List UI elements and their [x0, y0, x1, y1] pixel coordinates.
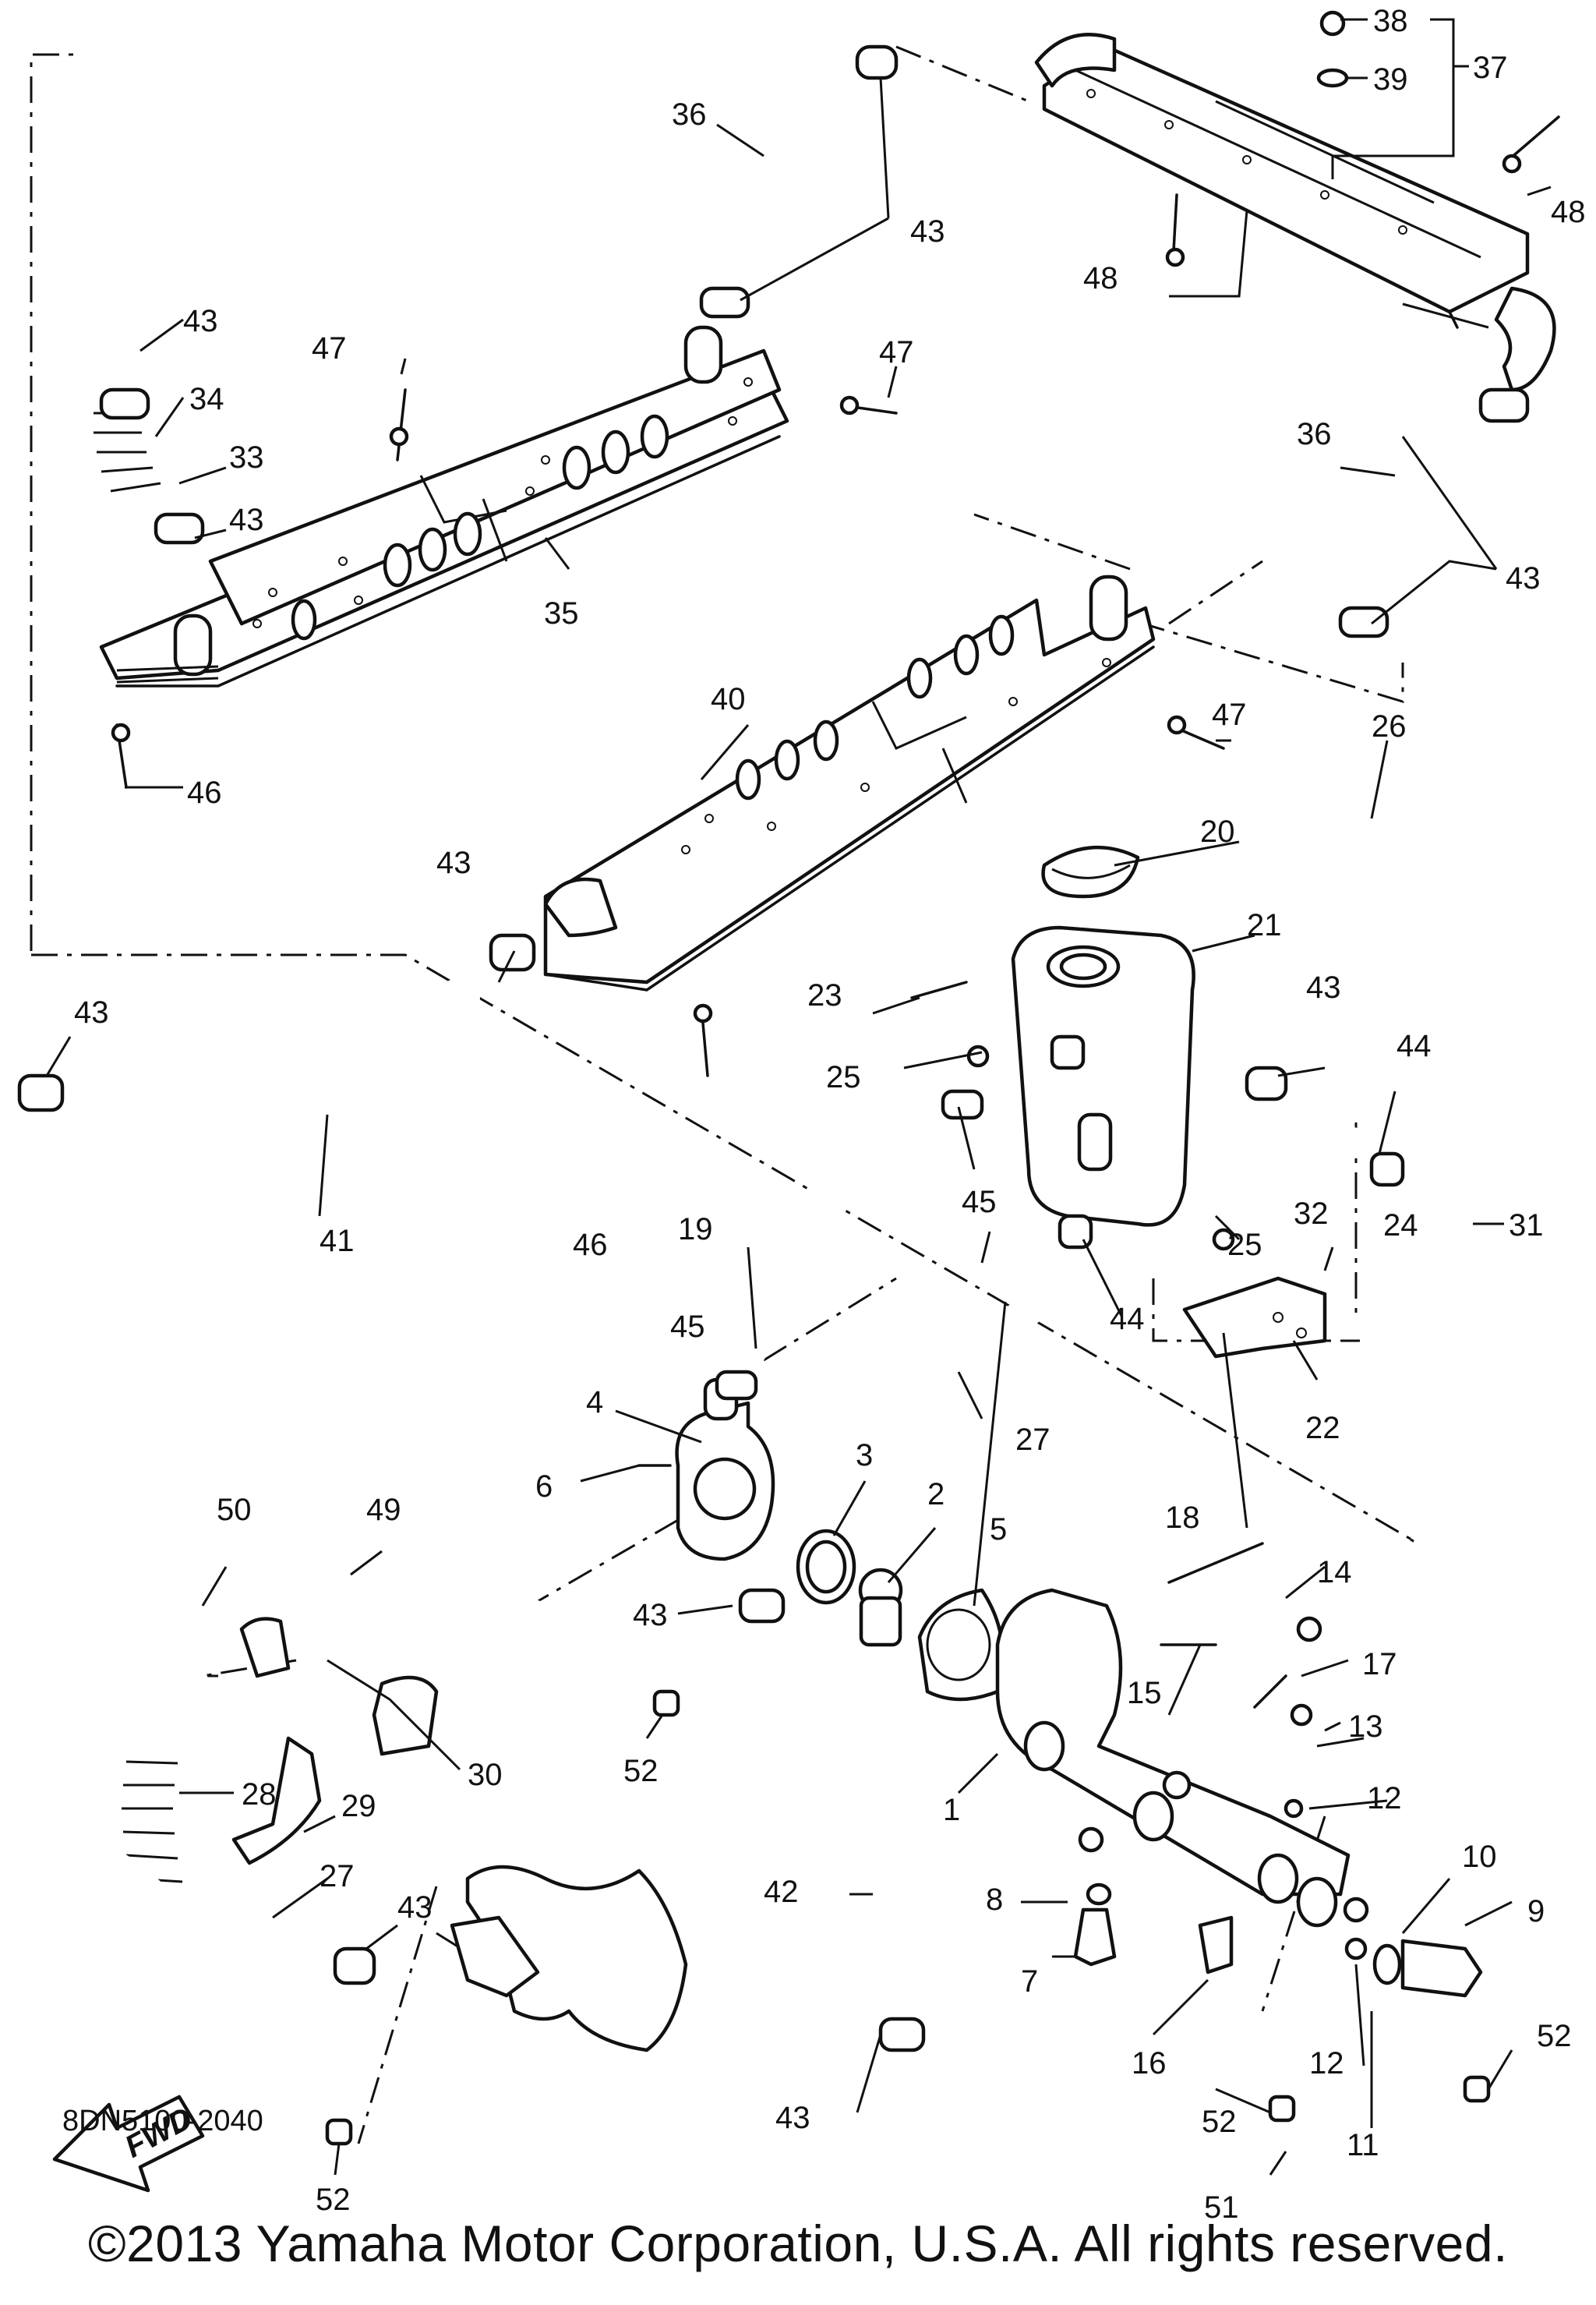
hoses — [50, 97, 1504, 2236]
callout-28: 28 — [242, 1777, 277, 1812]
callout-4: 4 — [586, 1385, 603, 1419]
callout-43: 43 — [229, 503, 264, 537]
heat-exchanger-upper — [1034, 33, 1556, 392]
callout-47: 47 — [879, 335, 914, 369]
callout-43: 43 — [1506, 561, 1541, 596]
callout-23: 23 — [807, 978, 842, 1013]
callout-22: 22 — [1305, 1411, 1340, 1445]
callout-30: 30 — [468, 1758, 503, 1792]
radiator-middle — [543, 574, 1156, 992]
callout-38: 38 — [1373, 4, 1408, 38]
callout-12: 12 — [1367, 1781, 1402, 1815]
callout-8: 8 — [986, 1883, 1003, 1917]
callout-47: 47 — [312, 331, 347, 366]
callout-2: 2 — [927, 1477, 945, 1511]
callout-47: 47 — [1212, 698, 1247, 732]
callout-49: 49 — [366, 1493, 401, 1527]
callout-18: 18 — [1165, 1501, 1200, 1535]
callout-15: 15 — [1127, 1676, 1162, 1710]
callout-41: 41 — [320, 1224, 355, 1258]
callout-27: 27 — [1015, 1423, 1050, 1457]
callout-31: 31 — [1509, 1208, 1544, 1243]
callout-numbers: 38 39 37 36 43 48 48 43 47 47 34 33 43 3… — [74, 4, 1586, 2225]
callout-45: 45 — [670, 1310, 705, 1344]
clamps-and-fasteners — [17, 10, 1560, 2146]
callout-5: 5 — [990, 1512, 1007, 1547]
callout-33: 33 — [229, 440, 264, 475]
callout-3: 3 — [856, 1438, 873, 1472]
callout-21: 21 — [1247, 908, 1282, 942]
callout-46: 46 — [573, 1228, 608, 1262]
callout-45: 45 — [962, 1185, 997, 1219]
callout-37: 37 — [1473, 51, 1508, 85]
callout-43: 43 — [1306, 970, 1341, 1005]
callout-10: 10 — [1462, 1840, 1497, 1874]
callout-48: 48 — [1551, 195, 1586, 229]
callout-44: 44 — [1396, 1029, 1432, 1063]
callout-29: 29 — [341, 1789, 376, 1823]
radiator-upper-left — [99, 325, 789, 688]
callout-51: 51 — [1204, 2190, 1239, 2225]
callout-52: 52 — [1202, 2105, 1237, 2139]
callout-43: 43 — [436, 846, 471, 880]
callout-26: 26 — [1372, 709, 1407, 744]
callout-52: 52 — [623, 1754, 659, 1788]
callout-25: 25 — [826, 1060, 861, 1094]
callout-9: 9 — [1527, 1894, 1545, 1928]
callout-39: 39 — [1373, 62, 1408, 97]
copyright-notice: ©2013 Yamaha Motor Corporation, U.S.A. A… — [88, 2215, 1508, 2272]
callout-7: 7 — [1021, 1964, 1038, 1999]
callout-35: 35 — [544, 596, 579, 631]
callout-40: 40 — [711, 682, 746, 716]
callout-48: 48 — [1083, 261, 1118, 295]
callout-36: 36 — [672, 97, 707, 132]
callout-6: 6 — [535, 1469, 553, 1504]
callout-leader-lines — [45, 18, 1552, 2176]
callout-43: 43 — [183, 304, 218, 338]
callout-52: 52 — [1537, 2019, 1572, 2053]
callout-43: 43 — [397, 1890, 433, 1925]
callout-13: 13 — [1348, 1709, 1383, 1744]
callout-46: 46 — [187, 776, 222, 810]
callout-50: 50 — [217, 1493, 252, 1527]
callout-14: 14 — [1317, 1555, 1352, 1589]
diagram-code: 8DN5100-2040 — [62, 2105, 263, 2137]
callout-32: 32 — [1294, 1197, 1329, 1231]
callout-34: 34 — [189, 382, 224, 416]
callout-43: 43 — [910, 214, 945, 249]
callout-24: 24 — [1383, 1208, 1418, 1243]
callout-16: 16 — [1132, 2046, 1167, 2081]
callout-19: 19 — [678, 1212, 713, 1246]
callout-12: 12 — [1309, 2046, 1344, 2081]
callout-25: 25 — [1227, 1228, 1262, 1262]
callout-27: 27 — [320, 1859, 355, 1893]
callout-20: 20 — [1200, 815, 1235, 849]
callout-17: 17 — [1362, 1647, 1397, 1681]
callout-52: 52 — [316, 2183, 351, 2217]
callout-43: 43 — [633, 1598, 668, 1632]
callout-42: 42 — [764, 1875, 799, 1909]
callout-43: 43 — [74, 995, 109, 1030]
callout-44: 44 — [1110, 1302, 1145, 1336]
reservoir-tank — [637, 845, 1483, 1998]
callout-1: 1 — [943, 1793, 960, 1827]
callout-43: 43 — [775, 2101, 810, 2135]
callout-36: 36 — [1297, 417, 1332, 451]
callout-11: 11 — [1347, 2128, 1379, 2162]
